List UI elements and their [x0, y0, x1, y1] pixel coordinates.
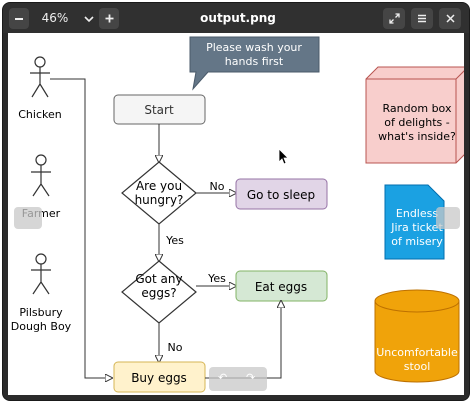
actor-pilsbury: [31, 253, 51, 295]
window-bottom-border: [3, 395, 469, 400]
label-q1-no: No: [210, 180, 225, 193]
decision-eggs-line2: eggs?: [141, 286, 176, 300]
sleep-label: Go to sleep: [247, 188, 315, 202]
start-label: Start: [144, 103, 174, 117]
callout-text-line2: hands first: [225, 55, 284, 68]
jira-ticket-shape: [384, 184, 445, 260]
stool-cylinder-shape: [374, 289, 460, 383]
callout-wash-hands: [189, 36, 320, 91]
decision-hungry-line2: hungry?: [135, 193, 184, 207]
previous-image-button[interactable]: [14, 207, 42, 229]
actor-pilsbury-label-line1: Pilsbury: [19, 306, 63, 319]
zoom-level[interactable]: 46%: [41, 11, 69, 25]
chevron-down-icon: [84, 15, 94, 22]
zoom-in-button[interactable]: [99, 8, 119, 29]
label-q2-no: No: [168, 341, 183, 354]
zoom-out-button[interactable]: [9, 8, 29, 29]
zoom-in-icon: [105, 14, 113, 23]
label-q1-yes: Yes: [165, 234, 184, 247]
decision-hungry-line1: Are you: [136, 179, 182, 193]
zoom-out-icon: [15, 17, 23, 20]
actor-chicken: [30, 56, 50, 98]
actor-farmer: [31, 154, 51, 197]
connector-chicken-to-buy: [50, 78, 112, 378]
rotate-controls[interactable]: ↶ ↷: [209, 367, 267, 391]
menu-button[interactable]: [411, 8, 433, 29]
close-button[interactable]: [439, 8, 461, 29]
actor-chicken-label: Chicken: [18, 108, 62, 121]
random-box-line1: Random box: [383, 102, 452, 115]
label-q2-yes: Yes: [207, 272, 226, 285]
fullscreen-button[interactable]: [383, 8, 405, 29]
sleep-node: [235, 178, 328, 210]
zoom-dropdown-button[interactable]: [79, 8, 99, 29]
flowchart-diagram: Chicken Farmer Pilsbury Dough Boy Please…: [11, 36, 469, 393]
actor-pilsbury-label-line2: Dough Boy: [11, 320, 72, 333]
header-bar: 46% output.png: [3, 3, 469, 33]
eat-label: Eat eggs: [255, 280, 307, 294]
random-box-line3: what's inside?: [378, 130, 456, 143]
menu-icon: [418, 14, 426, 23]
random-box-line2: of delights -: [384, 116, 449, 129]
fullscreen-icon: [388, 13, 400, 24]
random-box-shape: [365, 66, 469, 164]
stool-line2: stool: [404, 360, 431, 373]
decision-eggs-line1: Got any: [135, 272, 182, 286]
buy-node: [113, 361, 206, 393]
image-canvas: Chicken Farmer Pilsbury Dough Boy Please…: [8, 33, 469, 395]
close-icon: [445, 14, 455, 23]
jira-ticket-line1: Endless: [396, 207, 438, 220]
stool-line1: Uncomfortable: [376, 346, 458, 359]
rotate-right-icon: ↷: [246, 371, 256, 384]
jira-ticket-line3: of misery: [391, 235, 443, 248]
jira-ticket-line2: Jira ticket: [390, 221, 443, 234]
buy-label: Buy eggs: [131, 371, 187, 385]
image-viewer-window: 46% output.png: [3, 3, 469, 400]
rotate-left-icon: ↶: [218, 371, 228, 384]
mouse-cursor-icon: [278, 148, 289, 165]
window-title: output.png: [200, 11, 276, 25]
next-image-button[interactable]: [436, 207, 460, 229]
callout-text-line1: Please wash your: [206, 41, 302, 54]
